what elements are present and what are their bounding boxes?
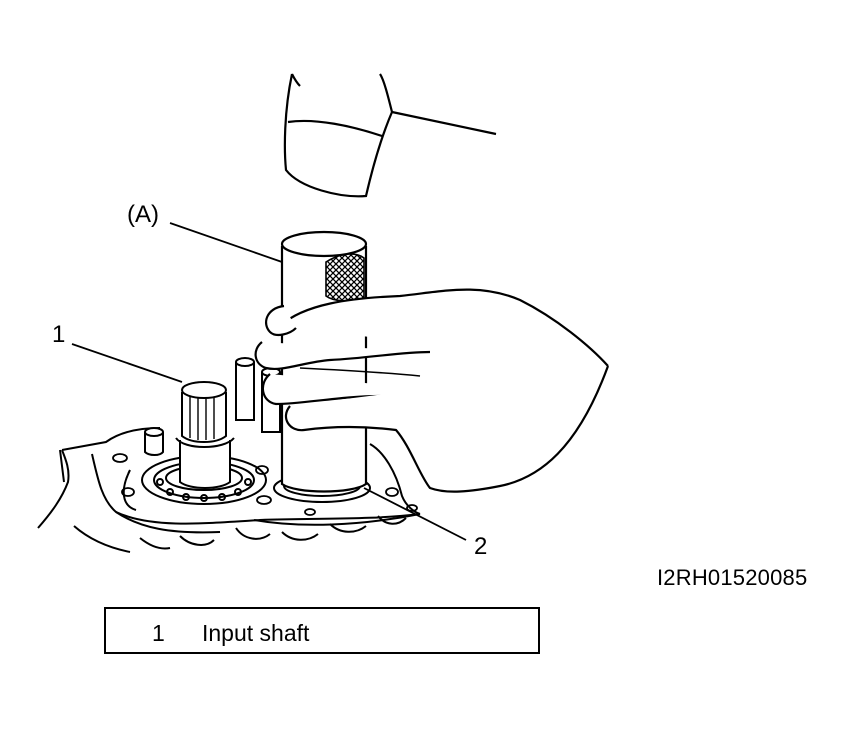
leader-line-a [169, 222, 283, 263]
transmission-case [37, 427, 421, 553]
flange-bolts [112, 453, 418, 516]
legend-box: 1 Input shaft [104, 607, 540, 654]
hand [254, 288, 610, 493]
hammer [283, 73, 497, 198]
callout-label-1: 1 [52, 321, 66, 348]
callout-label-tool-a: (A) [127, 201, 159, 228]
input-shaft [175, 381, 235, 489]
dowel-pin [144, 427, 164, 456]
legend-item-text: Input shaft [202, 620, 310, 646]
leader-line-1 [71, 343, 183, 383]
leader-line-2 [363, 487, 467, 541]
figure-code: I2RH01520085 [657, 565, 808, 590]
legend-item-number: 1 [152, 620, 165, 646]
leader-lines [71, 222, 467, 541]
callout-label-2: 2 [474, 533, 488, 560]
